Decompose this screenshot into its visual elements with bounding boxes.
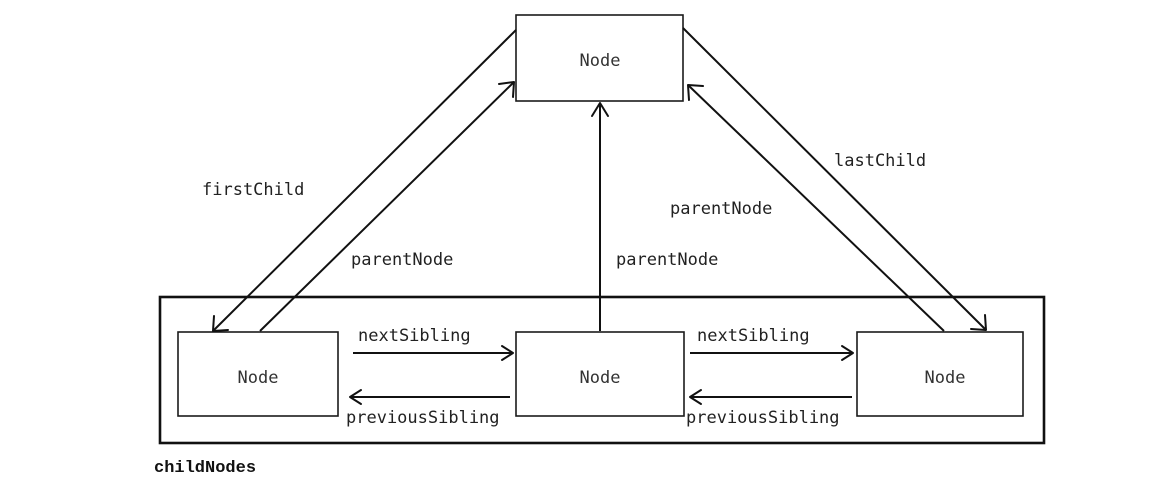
- child-node-middle: Node: [515, 331, 685, 417]
- parent-node-label-right: parentNode: [670, 199, 772, 219]
- next-sibling-label-left: nextSibling: [358, 326, 471, 346]
- parent-node-label-middle: parentNode: [616, 250, 718, 270]
- parent-node: Node: [515, 14, 684, 102]
- previous-sibling-label-right: previousSibling: [686, 408, 840, 428]
- parent-node-label-left: parentNode: [351, 250, 453, 270]
- previous-sibling-arrow-left: [349, 389, 510, 405]
- parent-node-label: Node: [580, 51, 621, 71]
- first-child-arrow: [212, 29, 517, 332]
- parent-node-arrow-right: [687, 84, 945, 332]
- parent-node-arrow-left: [259, 81, 515, 332]
- child-node-first: Node: [177, 331, 339, 417]
- next-sibling-label-right: nextSibling: [697, 326, 810, 346]
- child-node-first-label: Node: [238, 368, 279, 388]
- next-sibling-arrow-left: [353, 345, 514, 361]
- last-child-arrow: [682, 27, 987, 331]
- child-node-last-label: Node: [925, 368, 966, 388]
- child-nodes-container: [158, 295, 1046, 445]
- child-node-middle-label: Node: [580, 368, 621, 388]
- child-node-last: Node: [856, 331, 1024, 417]
- last-child-label: lastChild: [834, 151, 926, 171]
- child-nodes-caption: childNodes: [154, 459, 256, 478]
- first-child-label: firstChild: [202, 180, 304, 200]
- next-sibling-arrow-right: [690, 345, 854, 361]
- previous-sibling-label-left: previousSibling: [346, 408, 500, 428]
- parent-node-arrow-middle: [591, 102, 609, 331]
- previous-sibling-arrow-right: [689, 389, 852, 405]
